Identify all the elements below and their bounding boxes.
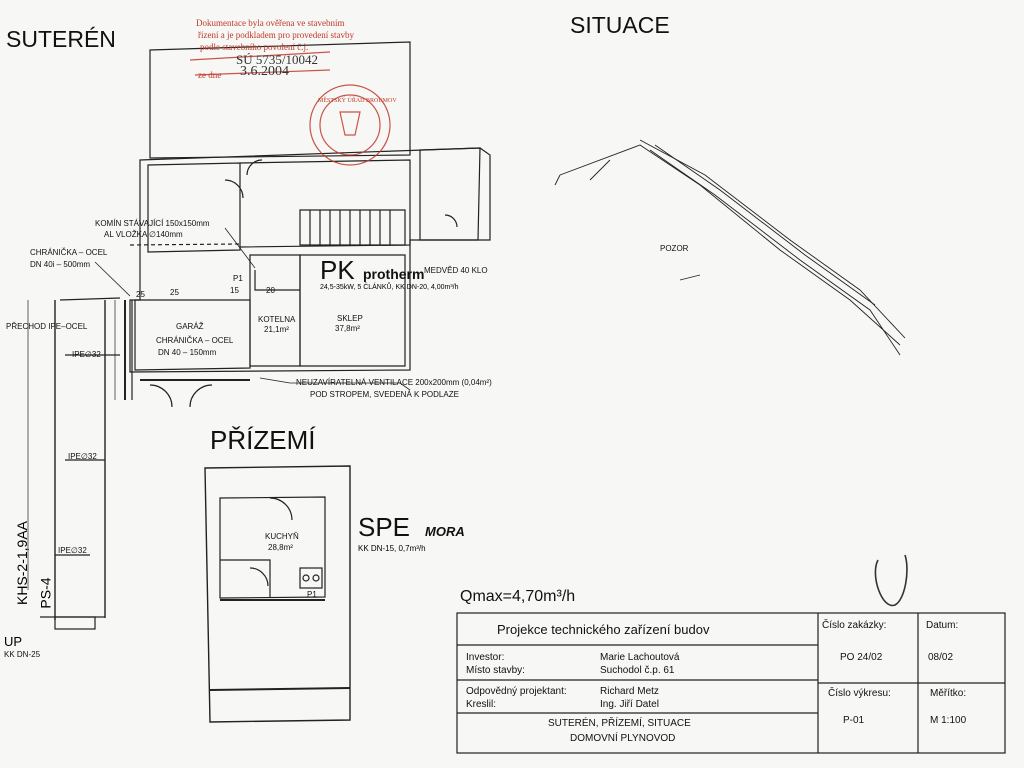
qmax-label: Qmax=4,70m³/h bbox=[460, 588, 576, 605]
khs-label: KHS-2-1,9AA bbox=[14, 520, 31, 606]
meritko-value: M 1:100 bbox=[930, 715, 967, 726]
kk-dn-label: KK DN-25 bbox=[4, 650, 41, 659]
ventilace-label-1: NEUZAVÍRATELNÁ VENTILACE 200x200mm (0,04… bbox=[296, 378, 492, 387]
heading-prizemi: PŘÍZEMÍ bbox=[210, 425, 316, 455]
official-seal bbox=[309, 84, 391, 166]
kuchyn-label: KUCHYŇ bbox=[265, 532, 299, 541]
chranicka-label-2: DN 40i – 500mm bbox=[30, 260, 91, 269]
prechod-label: PŘECHOD IPE–OCEL bbox=[6, 322, 88, 331]
wall-kotelna bbox=[249, 254, 301, 367]
p1-label: P1 bbox=[233, 274, 243, 283]
garaz-chranicka-2: DN 40 – 150mm bbox=[158, 348, 217, 357]
mora-logo: MORA bbox=[425, 524, 465, 539]
ipe-label-1: IPE∅32 bbox=[72, 350, 101, 359]
kreslil-label: Kreslil: bbox=[466, 699, 497, 710]
vykres-value: P-01 bbox=[843, 715, 865, 726]
wall-upper-room bbox=[149, 41, 411, 159]
kuchyn-area: 28,8m² bbox=[268, 543, 293, 552]
boiler-spec: 24,5-35kW, 5 ČLÁNKŮ, KK DN-20, 4,00m³/h bbox=[320, 284, 459, 291]
up-label: UP bbox=[4, 634, 23, 649]
subject-line-1: SUTERÉN, PŘÍZEMÍ, SITUACE bbox=[548, 718, 691, 729]
spe-label: SPE bbox=[358, 512, 411, 542]
stair bbox=[299, 209, 406, 246]
vykres-label: Číslo výkresu: bbox=[828, 688, 891, 699]
stamp-date-prefix: ze dne bbox=[198, 70, 222, 80]
projektant-label: Odpovědný projektant: bbox=[466, 686, 567, 697]
stamp-line-1: Dokumentace byla ověřena ve stavebním bbox=[196, 18, 345, 28]
investor-value: Marie Lachoutová bbox=[600, 652, 680, 663]
ventilace-label-2: POD STROPEM, SVEDENÁ K PODLAZE bbox=[310, 390, 459, 399]
dim-25b: 25 bbox=[136, 290, 145, 299]
datum-value: 08/02 bbox=[928, 652, 954, 663]
komin-label-1: KOMÍN STÁVAJÍCÍ 150x150mm bbox=[95, 219, 210, 228]
garaz-chranicka-1: CHRÁNIČKA – OCEL bbox=[156, 336, 234, 345]
stamp-line-3: podle stavebního povolení č.j. bbox=[200, 42, 309, 52]
pozor-label: POZOR bbox=[660, 244, 689, 253]
dim-25: 25 bbox=[170, 288, 179, 297]
kotelna-label: KOTELNA bbox=[258, 315, 296, 324]
spe-spec: KK DN-15, 0,7m³/h bbox=[358, 544, 426, 553]
wall-garaz bbox=[134, 299, 251, 371]
misto-value: Suchodol č.p. 61 bbox=[600, 665, 675, 676]
wall-east-room bbox=[419, 147, 481, 241]
title-block-title: Projekce technického zařízení budov bbox=[497, 622, 710, 637]
ipe-label-3: IPE∅32 bbox=[58, 546, 87, 555]
zakazka-label: Číslo zakázky: bbox=[822, 620, 887, 631]
sklep-label: SKLEP bbox=[337, 314, 363, 323]
ps-label: PS-4 bbox=[37, 577, 54, 609]
datum-label: Datum: bbox=[926, 620, 959, 631]
seal-text: MĚSTSKÝ ÚŘAD BROUMOV bbox=[318, 98, 397, 104]
kreslil-value: Ing. Jiří Datel bbox=[600, 699, 659, 710]
stamp-handwritten-number: SÚ 5735/10042 bbox=[236, 52, 318, 67]
heading-situace: SITUACE bbox=[570, 12, 670, 38]
wall-kuchyn bbox=[219, 496, 326, 599]
boiler-pk: PK bbox=[320, 255, 355, 285]
wall-room-nw bbox=[147, 162, 241, 253]
stamp-line-2: řízení a je podkladem pro provedení stav… bbox=[198, 30, 354, 40]
komin-label-2: AL VLOŽKA ∅140mm bbox=[104, 230, 183, 239]
subject-line-2: DOMOVNÍ PLYNOVOD bbox=[570, 733, 676, 744]
dim-15: 15 bbox=[230, 286, 239, 295]
stamp-date: 3.6.2004 bbox=[240, 64, 289, 79]
wall-stair-room bbox=[239, 159, 411, 248]
prizemi-p1-label: P1 bbox=[307, 590, 317, 599]
boiler-model: MEDVĚD 40 KLO bbox=[424, 266, 488, 275]
heading-suteren: SUTERÉN bbox=[6, 26, 116, 52]
chranicka-label-1: CHRÁNIČKA – OCEL bbox=[30, 248, 108, 257]
dim-20: 20 bbox=[266, 286, 275, 295]
wall-sklep bbox=[299, 254, 406, 367]
wall-prizemi bbox=[204, 465, 351, 723]
sklep-area: 37,8m² bbox=[335, 324, 360, 333]
ipe-label-2: IPE∅32 bbox=[68, 452, 97, 461]
misto-label: Místo stavby: bbox=[466, 665, 525, 676]
meritko-label: Měřítko: bbox=[930, 688, 967, 699]
zakazka-value: PO 24/02 bbox=[840, 652, 883, 663]
investor-label: Investor: bbox=[466, 652, 505, 663]
projektant-value: Richard Metz bbox=[600, 686, 659, 697]
kotelna-area: 21,1m² bbox=[264, 325, 289, 334]
boiler-brand: protherm bbox=[363, 266, 425, 282]
garaz-label: GARÁŽ bbox=[176, 322, 204, 331]
